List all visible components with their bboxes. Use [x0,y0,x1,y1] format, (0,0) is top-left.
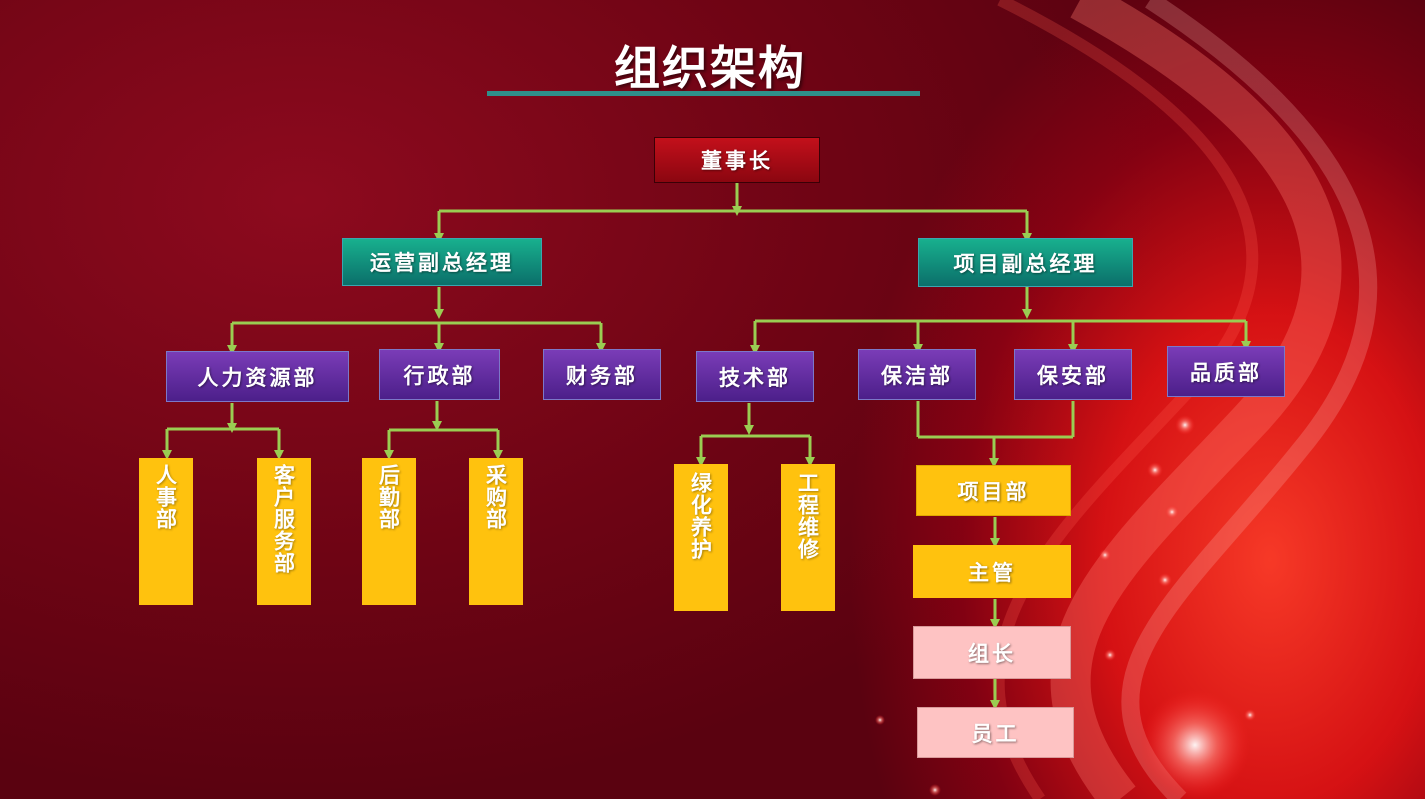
page-title: 组织架构 [614,41,806,95]
hr-dept-node: 人力资源部 [166,351,349,402]
purchasing-dept-label: 采购部 [483,464,509,530]
team-leader-node: 组长 [913,626,1071,679]
chairman-node: 董事长 [654,137,820,183]
personnel-dept-node: 人事部 [139,458,193,605]
staff-node: 员工 [917,707,1074,758]
tech-dept-node: 技术部 [696,351,814,402]
project-vp-node: 项目副总经理 [918,238,1133,287]
finance-dept-node: 财务部 [543,349,661,400]
engineering-label: 工程维修 [795,472,821,560]
customer-service-dept-node: 客户服务部 [257,458,311,605]
cleaning-dept-node: 保洁部 [858,349,976,400]
engineering-node: 工程维修 [781,464,835,611]
supervisor-node: 主管 [913,545,1071,598]
project-dept-node: 项目部 [916,465,1071,516]
personnel-dept-label: 人事部 [153,464,179,530]
purchasing-dept-node: 采购部 [469,458,523,605]
quality-dept-node: 品质部 [1167,346,1285,397]
customer-service-dept-label: 客户服务部 [271,464,297,574]
ops-vp-node: 运营副总经理 [342,238,542,286]
admin-dept-node: 行政部 [379,349,500,400]
logistics-dept-node: 后勤部 [362,458,416,605]
title-underline [487,91,920,96]
logistics-dept-label: 后勤部 [376,464,402,530]
security-dept-node: 保安部 [1014,349,1132,400]
landscaping-label: 绿化养护 [688,472,714,560]
landscaping-node: 绿化养护 [674,464,728,611]
